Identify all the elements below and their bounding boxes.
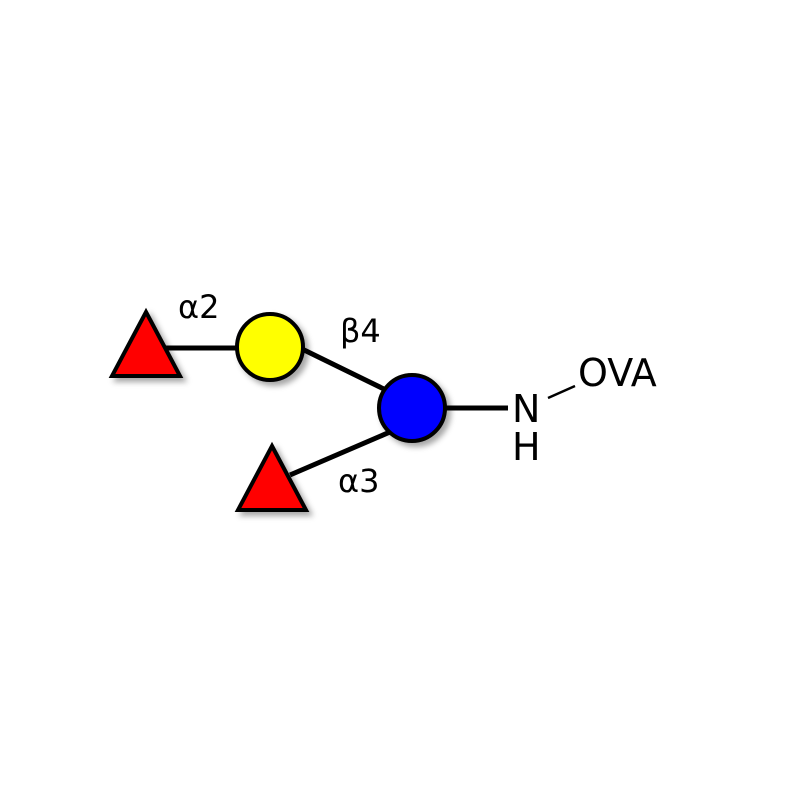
galactose-circle [235, 312, 305, 382]
hydrogen-label: H [512, 425, 541, 469]
bond-gal-glcnac [298, 345, 392, 395]
bond-n-ova [547, 384, 576, 400]
fucose-triangle-1 [108, 307, 184, 378]
bonds [165, 345, 508, 478]
glcnac-circle [377, 373, 447, 443]
linkage-label-alpha2: α2 [178, 288, 219, 326]
linkage-label-alpha3: α3 [338, 462, 379, 500]
ova-label: OVA [578, 351, 657, 395]
linkage-label-beta4: β4 [340, 312, 381, 350]
fucose-triangle-2 [234, 441, 310, 512]
bond-fuc2-glcnac [289, 429, 391, 478]
nitrogen-label: N [512, 387, 540, 431]
